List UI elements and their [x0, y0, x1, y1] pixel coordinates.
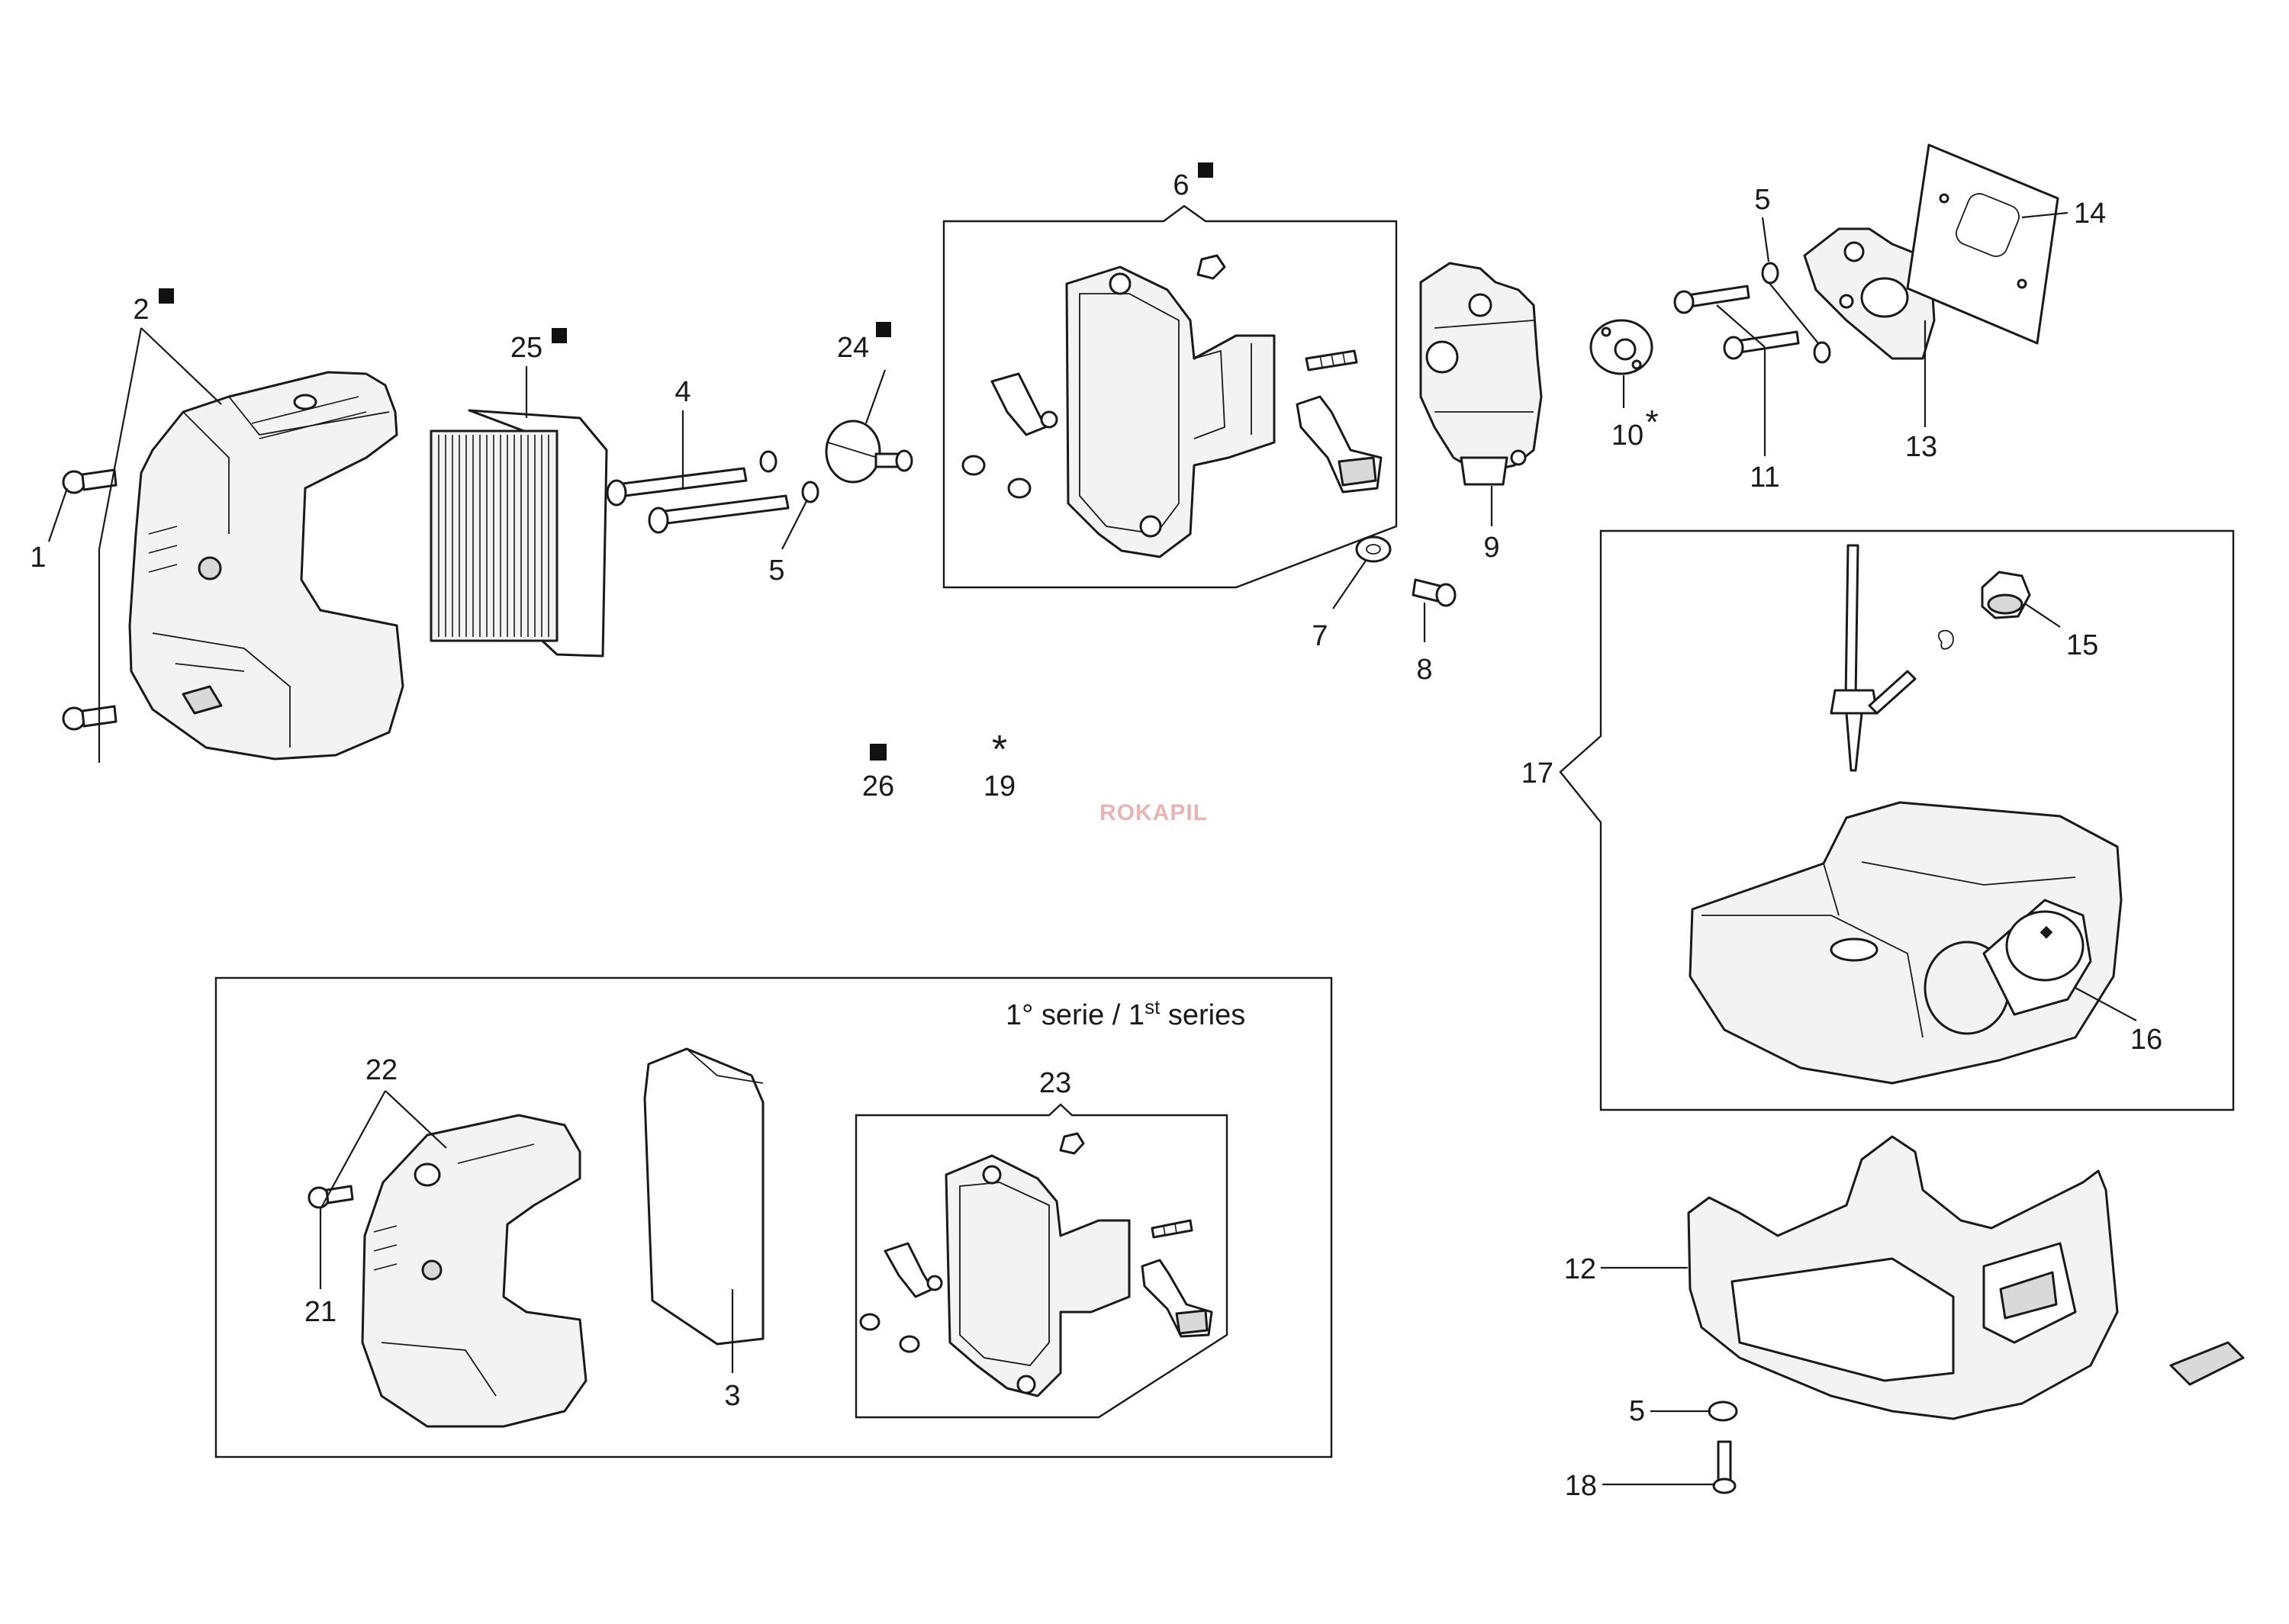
choke-flap — [825, 420, 913, 484]
washer-7 — [1355, 535, 1392, 563]
throttle-lever — [1296, 395, 1383, 494]
spring-screw-23 — [1151, 1219, 1193, 1239]
callout-24: 24 — [837, 332, 869, 364]
callout-4: 4 — [674, 376, 691, 408]
bolt-11-lower — [1723, 330, 1800, 360]
gasket-10 — [1589, 319, 1653, 375]
bolt-8 — [1412, 578, 1457, 607]
washer-7-hole — [1366, 544, 1381, 555]
washer-5-right-lower — [1813, 341, 1831, 364]
callout-5-left: 5 — [768, 555, 784, 587]
callout-14: 14 — [2074, 198, 2106, 230]
choke-link — [990, 372, 1058, 436]
watermark: ROKAPIL — [1099, 800, 1208, 825]
hex-nut-23 — [1059, 1132, 1085, 1155]
fuel-cap-16: ◆ — [1924, 899, 2092, 1035]
air-filter-base-first-series — [945, 1154, 1131, 1397]
square-symbol-6 — [1198, 162, 1213, 178]
callout-3: 3 — [724, 1380, 740, 1412]
fuel-filter-15 — [1981, 571, 2031, 619]
carburetor — [1419, 262, 1543, 486]
bolt-11-upper — [1673, 285, 1750, 314]
asterisk-symbol-legend: * — [992, 728, 1007, 772]
foam-filter-3 — [643, 1047, 765, 1346]
long-bolt-upper — [606, 467, 748, 506]
bushing-6b — [1007, 478, 1032, 499]
callout-12: 12 — [1564, 1253, 1596, 1285]
screw-1-lower — [62, 705, 118, 731]
callout-labels: 1 2 25 4 5 24 6 7 8 9 10 * 11 5 13 14 15… — [30, 169, 2162, 1502]
hose-clip — [1937, 629, 1954, 650]
square-symbol-2 — [159, 288, 174, 304]
choke-link-first-series — [884, 1242, 943, 1298]
leader-lines — [47, 211, 2137, 1486]
air-filter-cover — [128, 371, 404, 761]
washer-5-upper — [759, 450, 777, 473]
throttle-lever-first-series — [1141, 1259, 1213, 1338]
callout-23: 23 — [1039, 1067, 1071, 1099]
callout-2: 2 — [133, 294, 149, 326]
callout-16: 16 — [2130, 1024, 2162, 1056]
callout-5-bottom: 5 — [1629, 1395, 1645, 1427]
square-symbols — [159, 162, 1213, 761]
callout-26: 26 — [862, 770, 894, 802]
air-filter-element — [430, 409, 608, 658]
gasket-14 — [1906, 143, 2059, 345]
callout-17: 17 — [1521, 757, 1553, 789]
spring-screw-6 — [1305, 349, 1358, 371]
callout-13: 13 — [1905, 431, 1937, 463]
first-series-title: 1° serie / 1st series — [1006, 995, 1245, 1031]
intake-manifold — [1803, 227, 1936, 360]
callout-18: 18 — [1565, 1470, 1597, 1502]
air-filter-cover-first-series — [361, 1114, 588, 1428]
callout-10: 10 — [1611, 420, 1644, 452]
asterisk-symbol-10: * — [1645, 404, 1658, 441]
bushing-23a — [859, 1313, 881, 1331]
callout-9: 9 — [1483, 532, 1499, 564]
air-filter-base — [1065, 265, 1276, 558]
square-symbol-25 — [552, 328, 567, 343]
first-series-box — [214, 976, 1333, 1458]
square-symbol-24 — [876, 322, 891, 337]
callout-21: 21 — [304, 1296, 336, 1328]
square-symbol-26 — [870, 744, 887, 761]
group-box-23 — [855, 1103, 1228, 1419]
callout-8: 8 — [1416, 654, 1432, 686]
group-box-6 — [942, 204, 1398, 589]
long-bolt-lower — [648, 494, 790, 534]
bushing-6a — [961, 455, 986, 476]
screw-1-upper — [62, 468, 118, 494]
hex-nut-6 — [1196, 254, 1226, 280]
callout-1: 1 — [30, 542, 46, 574]
group-box-17 — [1559, 529, 2235, 1111]
washer-5-right-upper — [1761, 262, 1779, 285]
bushing-23b — [899, 1335, 920, 1353]
washer-5-bottom — [1708, 1400, 1738, 1422]
callout-6: 6 — [1173, 169, 1189, 201]
washer-5-lower — [801, 481, 819, 503]
callout-15: 15 — [2066, 629, 2098, 661]
tank-bracket — [1687, 1135, 2119, 1420]
rubber-pad — [2169, 1341, 2245, 1386]
callout-7: 7 — [1312, 620, 1328, 652]
fuel-pickup-tube — [1830, 544, 1917, 772]
bolt-18 — [1712, 1440, 1737, 1494]
callout-25: 25 — [510, 332, 542, 364]
callout-5-right: 5 — [1754, 184, 1770, 216]
callout-22: 22 — [365, 1054, 398, 1086]
svg-text:◆: ◆ — [2040, 921, 2053, 941]
callout-11: 11 — [1750, 461, 1779, 494]
callout-19: 19 — [984, 770, 1016, 802]
foam-filter-3-edge — [686, 1048, 764, 1084]
